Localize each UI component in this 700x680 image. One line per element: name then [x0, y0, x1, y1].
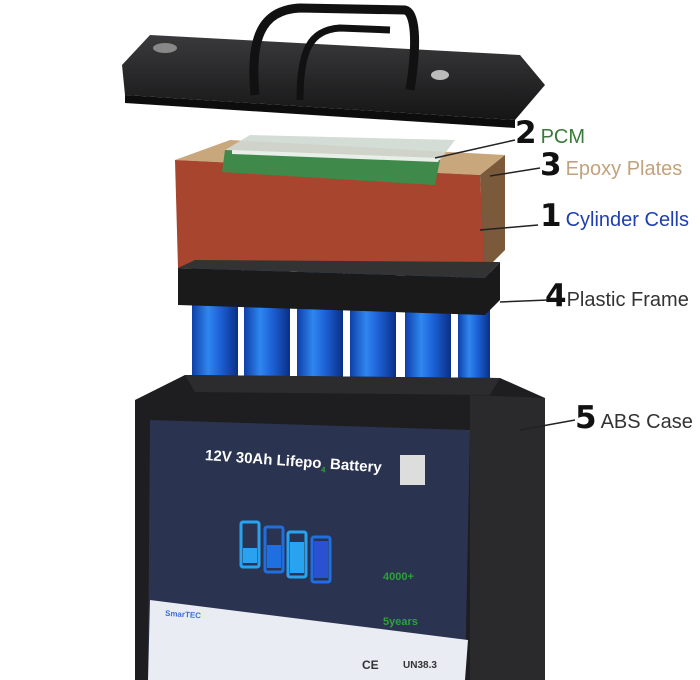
- battery-lid: [122, 3, 545, 128]
- callout-pcm: 2 PCM: [515, 115, 585, 151]
- callout-number: 2: [515, 115, 537, 151]
- ce-mark: CE: [362, 658, 379, 672]
- callout-plastic-frame: 4 Plastic Frame: [545, 278, 689, 314]
- charge-level-icons: [239, 520, 332, 584]
- pcm-board: [222, 135, 455, 185]
- callout-number: 3: [540, 147, 562, 183]
- svg-text:4000+: 4000+: [383, 571, 414, 583]
- callout-cylinder-cells: 1 Cylinder Cells: [540, 198, 689, 234]
- callout-label: Cylinder Cells: [565, 209, 689, 231]
- callout-number: 5: [575, 400, 597, 436]
- abs-case: 4000+ 5years: [135, 375, 545, 680]
- plastic-frame: [178, 260, 500, 315]
- callout-label: ABS Case: [600, 411, 693, 433]
- callout-epoxy-plates: 3 Epoxy Plates: [540, 147, 682, 183]
- callout-number: 1: [540, 198, 562, 234]
- callout-label: Plastic Frame: [566, 289, 689, 311]
- callout-number: 4: [545, 278, 567, 314]
- un38-mark: UN38.3: [403, 660, 437, 671]
- callout-label: Epoxy Plates: [565, 158, 683, 180]
- svg-text:5years: 5years: [383, 616, 418, 628]
- callout-label: PCM: [540, 126, 586, 148]
- callout-abs-case: 5 ABS Case: [575, 400, 693, 436]
